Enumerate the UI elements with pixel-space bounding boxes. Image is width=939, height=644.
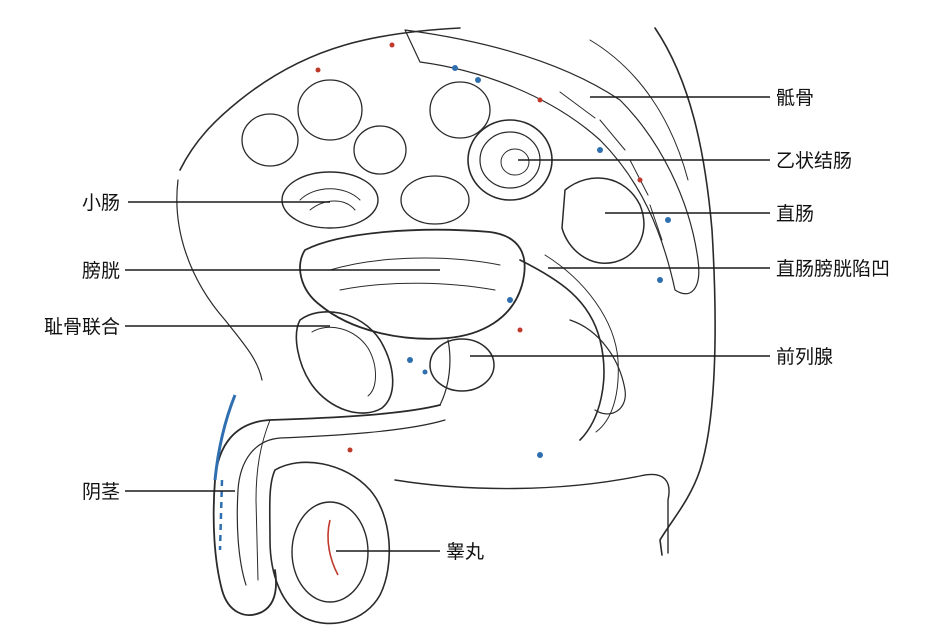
testis-shape bbox=[268, 461, 391, 625]
rectum-shape bbox=[519, 177, 645, 441]
label-small-intestine: 小肠 bbox=[82, 192, 120, 214]
leader-lines bbox=[125, 96, 770, 552]
label-penis: 阴茎 bbox=[82, 481, 120, 503]
label-sigmoid-colon: 乙状结肠 bbox=[776, 150, 852, 172]
label-rectum: 直肠 bbox=[776, 203, 814, 225]
label-testis: 睾丸 bbox=[446, 541, 484, 563]
penis-shape bbox=[212, 394, 446, 616]
small-intestine-shape bbox=[241, 79, 491, 229]
label-pubic-symphysis: 耻骨联合 bbox=[44, 316, 120, 338]
bladder-shape bbox=[299, 228, 526, 340]
label-sacrum: 骶骨 bbox=[776, 87, 814, 109]
vessel-marks bbox=[315, 42, 671, 458]
label-prostate: 前列腺 bbox=[776, 346, 833, 368]
label-rectovesical-pouch: 直肠膀胱陷凹 bbox=[776, 258, 890, 280]
prostate-shape bbox=[429, 338, 495, 406]
body-outline bbox=[176, 27, 716, 556]
pubic-symphysis-shape bbox=[295, 311, 394, 414]
labels: 骶骨 乙状结肠 小肠 直肠 膀胱 直肠膀胱陷凹 耻骨联合 前列腺 阴茎 睾丸 bbox=[44, 87, 890, 563]
sacrum-shape bbox=[404, 29, 700, 295]
label-bladder: 膀胱 bbox=[82, 260, 120, 282]
